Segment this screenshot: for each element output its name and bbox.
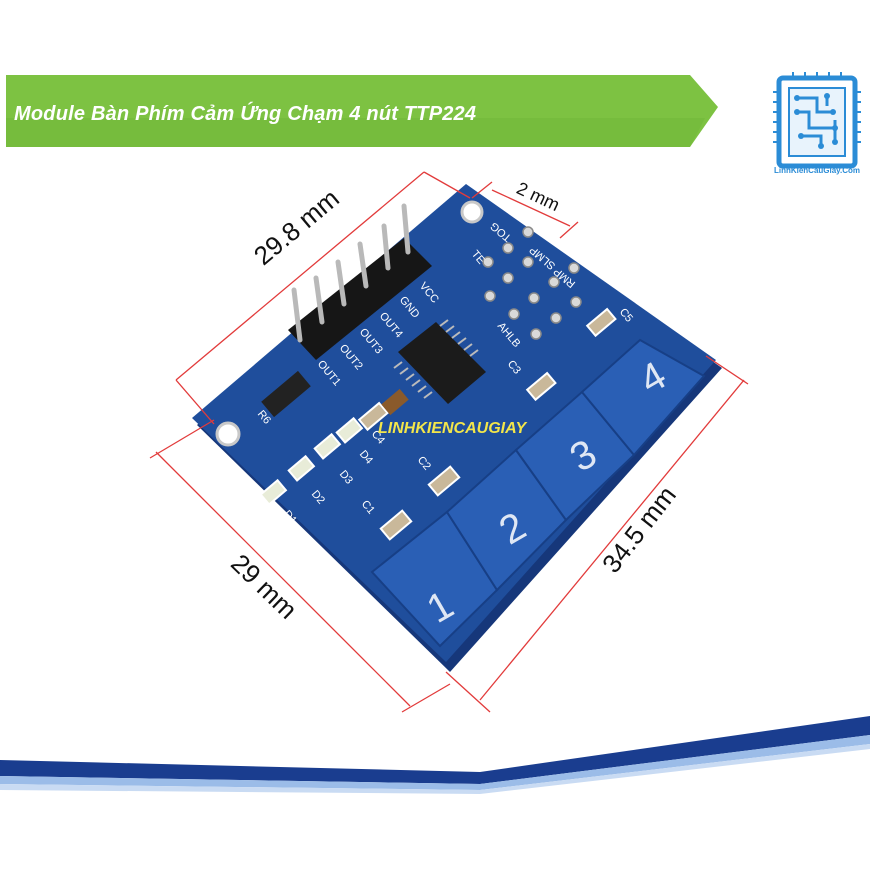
mounting-hole-top bbox=[460, 200, 484, 224]
smd-capacitors bbox=[357, 307, 617, 541]
jumper-pads bbox=[482, 226, 582, 340]
pin-3 bbox=[335, 259, 347, 307]
pin-2 bbox=[313, 275, 325, 325]
ttp224-chip bbox=[398, 322, 486, 404]
pin-1 bbox=[291, 287, 303, 343]
footer-stripe-dark bbox=[0, 716, 870, 784]
pin-4 bbox=[357, 241, 369, 289]
logo-text: LinhKienCauGiay.Com bbox=[773, 166, 861, 175]
page-title: Module Bàn Phím Cảm Ứng Chạm 4 nút TTP22… bbox=[14, 103, 477, 125]
resistor-array bbox=[261, 370, 311, 418]
footer-stripe-shadow bbox=[0, 744, 870, 794]
dim-line-top bbox=[175, 171, 425, 381]
pcb-board bbox=[192, 184, 716, 662]
footer-stripe-light bbox=[0, 735, 870, 790]
dim-line-hole bbox=[491, 189, 571, 227]
touch-pad-4 bbox=[580, 338, 706, 457]
dim-line-right bbox=[479, 379, 745, 701]
circuit-chip-icon bbox=[773, 72, 861, 169]
touch-pads bbox=[370, 338, 706, 648]
dim-line-left bbox=[155, 451, 411, 707]
leds bbox=[259, 416, 364, 506]
pin-header-base bbox=[288, 238, 432, 360]
watermark: LINHKIENCAUGIAY bbox=[378, 420, 527, 437]
pin-6 bbox=[401, 203, 411, 255]
tantalum-cap bbox=[381, 388, 409, 416]
pin-5 bbox=[381, 223, 391, 271]
title-banner bbox=[6, 75, 718, 147]
mounting-hole-left bbox=[215, 421, 241, 447]
title-banner-shade bbox=[6, 118, 705, 147]
